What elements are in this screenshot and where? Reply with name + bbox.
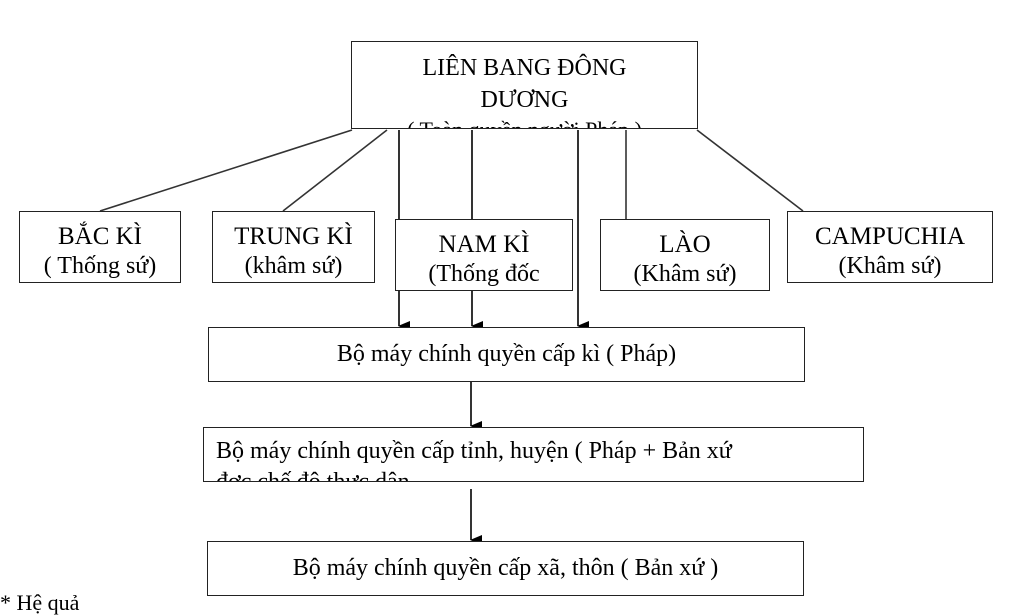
node-trung-ki: TRUNG KÌ (khâm sứ) [212,211,375,283]
node-chinh-quyen-cap-tinh-huyen: Bộ máy chính quyền cấp tỉnh, huyện ( Phá… [203,427,864,482]
connector-root-trung [282,129,388,212]
node-lao-ruler: (Khâm sứ) [633,261,737,287]
node-campuchia-name: CAMPUCHIA [814,223,966,250]
node-cap-tinh-label: Bộ máy chính quyền cấp tỉnh, huyện ( Phá… [216,438,732,464]
node-lao-name: LÀO [659,231,711,258]
node-bac-ki-name: BẮC KÌ [57,223,143,250]
node-lao: LÀO (Khâm sứ) [600,219,770,291]
node-root-title-line1: LIÊN BANG ĐÔNG [422,55,627,81]
node-trung-ki-name: TRUNG KÌ [234,223,353,250]
node-cap-xa-label: Bộ máy chính quyền cấp xã, thôn ( Bản xứ… [292,555,719,581]
node-campuchia: CAMPUCHIA (Khâm sứ) [787,211,993,283]
node-cap-ki-label: Bộ máy chính quyền cấp kì ( Pháp) [336,341,677,367]
connector-root-cam [696,129,804,212]
node-nam-ki-ruler: (Thống đốc [428,261,540,287]
node-campuchia-ruler: (Khâm sứ) [838,253,942,279]
node-cap-tinh-cut-line: đợc chế độ thực dân [216,469,410,482]
node-nam-ki: NAM KÌ (Thống đốc [395,219,573,291]
node-bac-ki: BẮC KÌ ( Thống sứ) [19,211,181,283]
node-chinh-quyen-cap-ki: Bộ máy chính quyền cấp kì ( Pháp) [208,327,805,382]
node-nam-ki-name: NAM KÌ [438,231,530,258]
node-lien-bang-dong-duong: LIÊN BANG ĐÔNG DƯƠNG ( Toàn quyền người … [351,41,698,129]
node-trung-ki-ruler: (khâm sứ) [244,253,343,279]
connector-root-bac [99,129,353,212]
node-bac-ki-ruler: ( Thống sứ) [43,253,157,279]
footnote-text: * Hệ quả [0,590,80,615]
node-chinh-quyen-cap-xa-thon: Bộ máy chính quyền cấp xã, thôn ( Bản xứ… [207,541,804,596]
node-root-title-line2: DƯƠNG [480,87,569,113]
node-root-subtitle: ( Toàn quyền người Pháp ) [352,116,697,128]
